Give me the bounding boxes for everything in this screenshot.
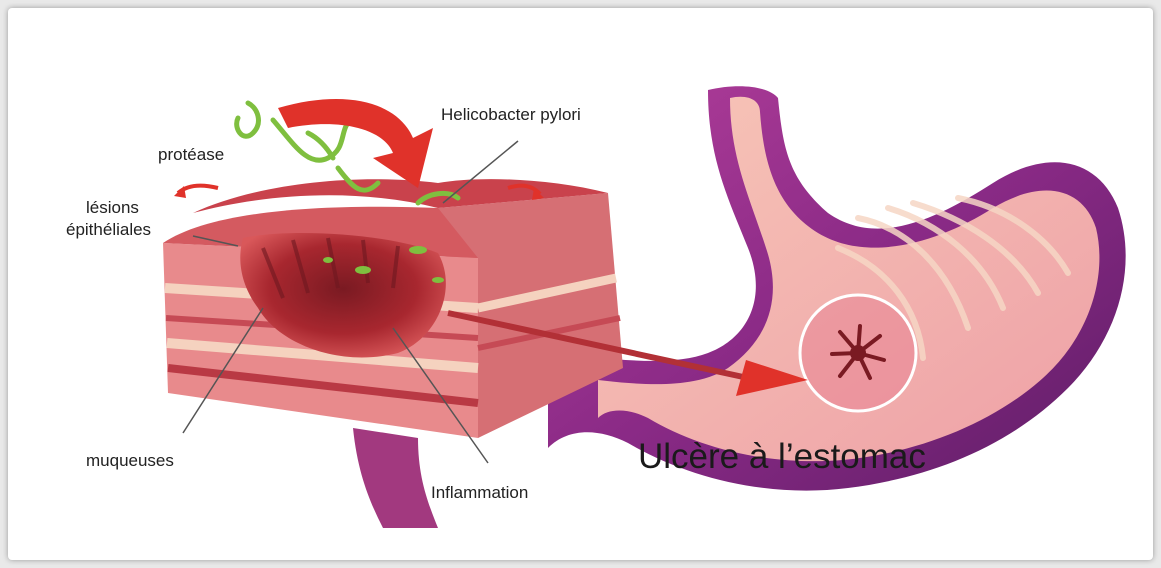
illustration-card: Helicobacter pylori protéase lésions épi… <box>8 8 1153 560</box>
label-muqueuses: muqueuses <box>86 451 174 470</box>
tissue-block-illustration <box>163 179 623 528</box>
label-lesions-line2: épithéliales <box>66 220 151 239</box>
label-protease: protéase <box>158 145 224 164</box>
label-helicobacter: Helicobacter pylori <box>441 105 581 124</box>
diagram-title: Ulcère à l’estomac <box>638 437 926 476</box>
label-lesions-line1: lésions <box>86 198 139 217</box>
big-curved-arrow <box>278 99 433 188</box>
label-inflammation: Inflammation <box>431 483 528 502</box>
ulcer-diagram: Helicobacter pylori protéase lésions épi… <box>8 8 1153 560</box>
stomach-illustration <box>548 86 1126 490</box>
